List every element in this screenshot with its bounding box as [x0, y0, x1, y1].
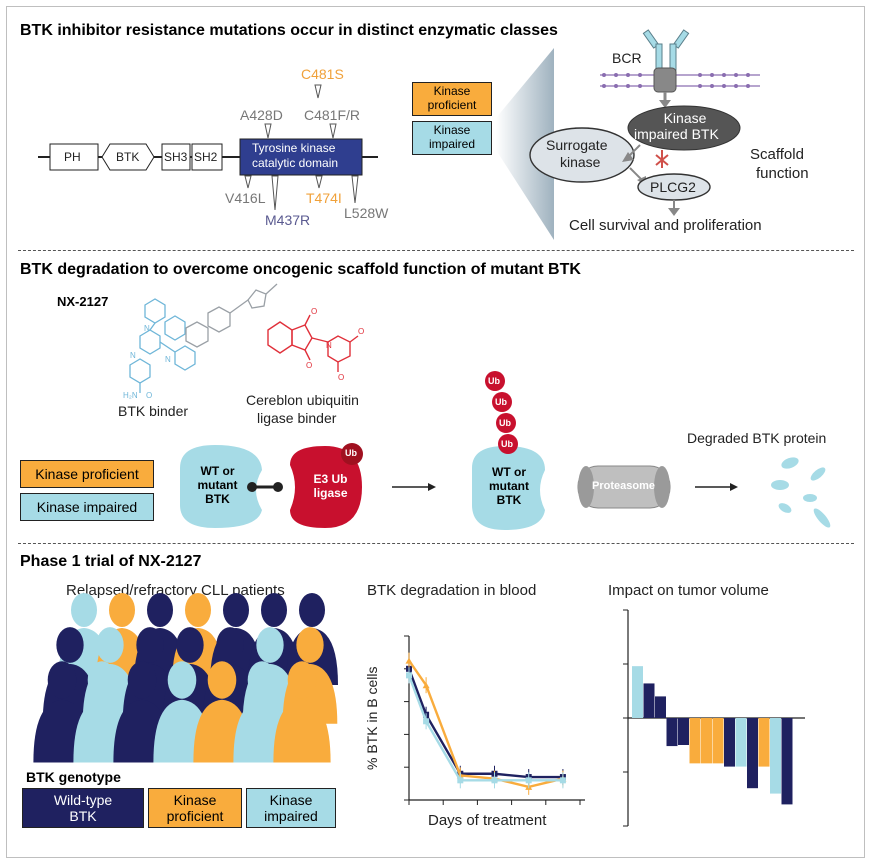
divider-2 [18, 543, 854, 544]
surrogate-kinase-label-2: kinase [560, 154, 601, 170]
bar-chart-title: Impact on tumor volume [608, 582, 769, 599]
svg-text:N: N [130, 351, 136, 360]
figure-frame [6, 6, 865, 858]
tumor-bar [781, 718, 793, 805]
line-series-0 [407, 668, 563, 779]
svg-text:O: O [338, 373, 344, 382]
legend2-kinase-proficient: Kinase proficient [20, 460, 154, 488]
surrogate-kinase-label-1: Surrogate [546, 137, 608, 153]
scaffold-label-2: function [756, 165, 809, 182]
ub-chain-3: Ub [499, 418, 511, 428]
section3-title: Phase 1 trial of NX-2127 [20, 553, 202, 570]
kinase-domain-label-1: Tyrosine kinase [252, 141, 336, 155]
cell-survival-label: Cell survival and proliferation [569, 217, 762, 234]
tumor-bar [747, 718, 758, 789]
divider-1 [18, 250, 854, 251]
line-point [491, 777, 498, 784]
svg-text:N: N [165, 355, 171, 364]
mutation-c481s: C481S [301, 66, 344, 82]
svg-text:O: O [306, 361, 312, 370]
ph-domain-label: PH [64, 150, 81, 164]
legend2-kinase-impaired: Kinase impaired [20, 493, 154, 521]
tumor-bar [632, 666, 643, 718]
ub-chain-4: Ub [501, 439, 513, 449]
tumor-bar [643, 683, 655, 718]
kinase-impaired-btk-label-2: impaired BTK [634, 126, 719, 142]
compound-name: NX-2127 [57, 294, 109, 309]
tumor-bar [758, 718, 770, 767]
mutation-t474i: T474I [306, 190, 342, 206]
tumor-bar [655, 696, 666, 718]
tumor-bar [666, 718, 678, 747]
tumor-bar [712, 718, 724, 764]
line-point [559, 777, 566, 784]
line-point [422, 682, 430, 689]
line-series-2 [407, 674, 563, 782]
sh2-domain-label: SH2 [194, 150, 218, 164]
tumor-bar [689, 718, 701, 764]
line-point [406, 672, 412, 679]
sh3-domain-label: SH3 [164, 150, 188, 164]
btk-domain-label: BTK [116, 150, 140, 164]
svg-text:O: O [146, 391, 152, 400]
line-chart-title: BTK degradation in blood [367, 582, 537, 599]
tumor-bar [735, 718, 747, 767]
cereblon-label-1: Cereblon ubiquitin [246, 392, 359, 408]
svg-text:N: N [326, 341, 332, 350]
line-point [405, 657, 413, 664]
section1-title: BTK inhibitor resistance mutations occur… [20, 22, 558, 39]
ub-tag-ligase: Ub [345, 448, 357, 458]
patient-figure [273, 661, 331, 763]
mutation-a428d: A428D [240, 107, 283, 123]
ub-chain-2: Ub [495, 397, 507, 407]
mutation-c481fr: C481F/R [304, 107, 361, 123]
cereblon-label-2: ligase binder [257, 410, 337, 426]
svg-text:H₂N: H₂N [123, 391, 138, 400]
line-point [457, 777, 464, 784]
line-point [525, 777, 532, 784]
scaffold-label-1: Scaffold [750, 146, 804, 163]
tumor-bar [678, 718, 689, 745]
degraded-btk-label: Degraded BTK protein [687, 430, 827, 446]
proteasome-label: Proteasome [592, 480, 655, 492]
tumor-bar [701, 718, 712, 764]
tumor-bar [770, 718, 781, 794]
bcr-label: BCR [612, 50, 642, 66]
mutation-m437r: M437R [265, 212, 311, 228]
mutation-v416l: V416L [225, 190, 266, 206]
ub-chain-1: Ub [488, 376, 500, 386]
line-chart-xlabel: Days of treatment [428, 812, 547, 829]
kinase-impaired-btk-label-1: Kinase [663, 110, 707, 126]
line-point [423, 718, 430, 725]
kinase-domain-label-2: catalytic domain [252, 156, 339, 170]
section2-title: BTK degradation to overcome oncogenic sc… [20, 261, 581, 278]
svg-text:O: O [358, 327, 364, 336]
genotype-title: BTK genotype [26, 769, 121, 785]
mutation-l528w: L528W [344, 205, 389, 221]
svg-text:N: N [144, 324, 150, 333]
line-series-1 [408, 659, 564, 789]
svg-text:O: O [311, 307, 317, 316]
plcg2-label: PLCG2 [650, 179, 696, 195]
tumor-bar [724, 718, 735, 767]
btk-binder-label: BTK binder [118, 403, 189, 419]
